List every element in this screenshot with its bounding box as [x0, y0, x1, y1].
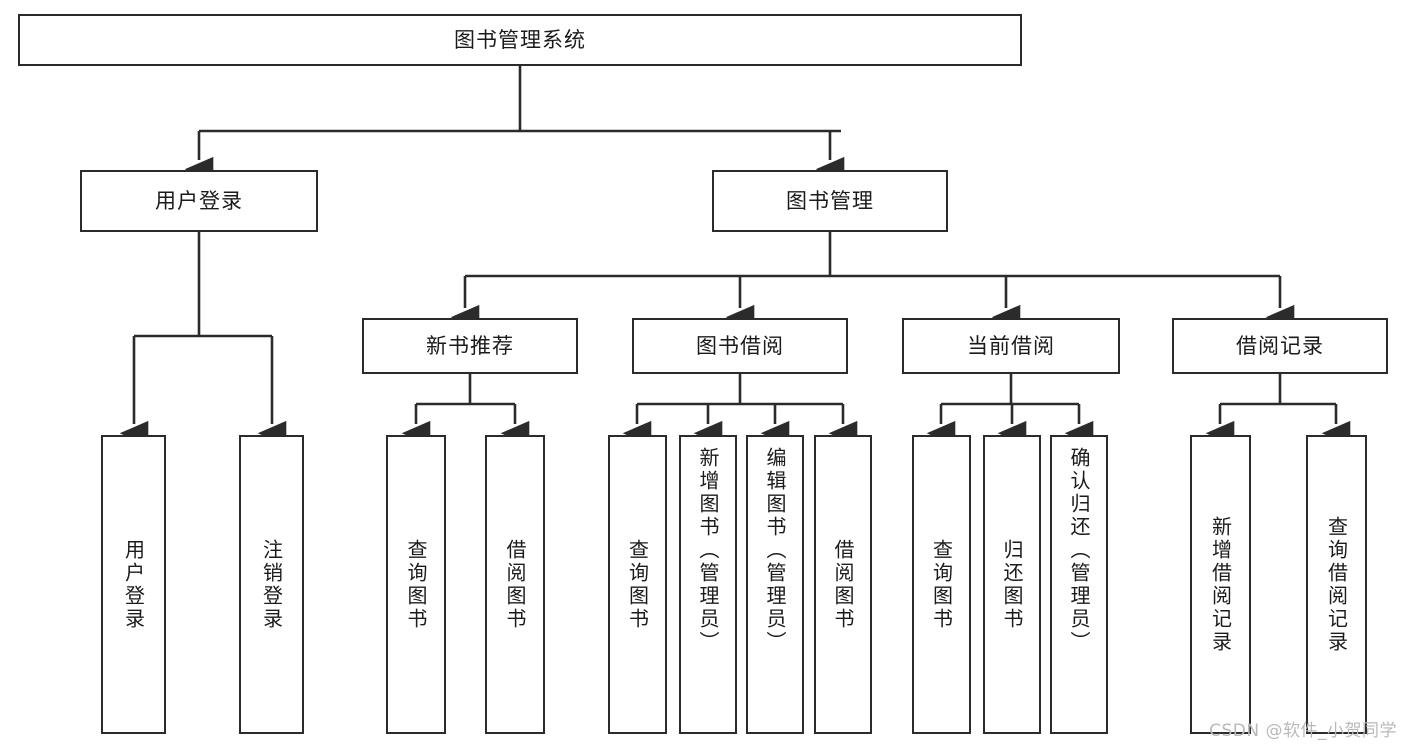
node-user-login-label: 用户登录: [155, 188, 243, 213]
leaf-query-book-recommend-label: 查询图书: [404, 538, 428, 631]
node-book-borrow-label: 图书借阅: [696, 333, 784, 358]
node-new-book-recommend-label: 新书推荐: [426, 333, 514, 358]
node-root-label: 图书管理系统: [454, 27, 586, 52]
node-borrow-record-label: 借阅记录: [1236, 333, 1324, 358]
leaf-add-book-admin-label: 新增图书（管理员）: [696, 447, 720, 654]
leaf-user-login-label: 用户登录: [121, 538, 146, 631]
leaf-query-book-borrow-label: 查询图书: [625, 538, 650, 631]
leaf-confirm-return-admin-label: 确认归还（管理员）: [1067, 447, 1091, 654]
node-root[interactable]: 图书管理系统: [18, 14, 1022, 66]
leaf-edit-book-admin-label: 编辑图书（管理员）: [763, 447, 787, 654]
leaf-add-book-admin[interactable]: 新增图书（管理员）: [679, 435, 737, 734]
node-book-management[interactable]: 图书管理: [712, 170, 948, 232]
watermark: CSDN @软件_小贺同学: [1209, 721, 1397, 741]
leaf-add-borrow-record[interactable]: 新增借阅记录: [1190, 435, 1251, 734]
leaf-return-book-label: 归还图书: [1000, 538, 1024, 631]
leaf-query-book-current[interactable]: 查询图书: [912, 435, 971, 734]
leaf-query-book-current-label: 查询图书: [929, 538, 954, 631]
leaf-confirm-return-admin[interactable]: 确认归还（管理员）: [1050, 435, 1108, 734]
leaf-borrow-book-label: 借阅图书: [831, 538, 855, 631]
node-borrow-record[interactable]: 借阅记录: [1172, 318, 1388, 374]
leaf-return-book[interactable]: 归还图书: [983, 435, 1041, 734]
leaf-query-borrow-record-label: 查询借阅记录: [1324, 515, 1349, 654]
node-book-management-label: 图书管理: [786, 188, 874, 213]
node-book-borrow[interactable]: 图书借阅: [632, 318, 848, 374]
leaf-borrow-book[interactable]: 借阅图书: [814, 435, 872, 734]
leaf-user-login[interactable]: 用户登录: [101, 435, 166, 734]
leaf-borrow-book-recommend[interactable]: 借阅图书: [485, 435, 545, 734]
leaf-add-borrow-record-label: 新增借阅记录: [1208, 515, 1233, 654]
leaf-user-logout-label: 注销登录: [259, 538, 284, 631]
node-new-book-recommend[interactable]: 新书推荐: [362, 318, 578, 374]
leaf-query-book-recommend[interactable]: 查询图书: [386, 435, 446, 734]
leaf-query-book-borrow[interactable]: 查询图书: [608, 435, 667, 734]
leaf-user-logout[interactable]: 注销登录: [239, 435, 304, 734]
node-current-borrow-label: 当前借阅: [967, 333, 1055, 358]
leaf-edit-book-admin[interactable]: 编辑图书（管理员）: [746, 435, 804, 734]
leaf-query-borrow-record[interactable]: 查询借阅记录: [1306, 435, 1367, 734]
node-user-login[interactable]: 用户登录: [80, 170, 318, 232]
leaf-borrow-book-recommend-label: 借阅图书: [503, 538, 527, 631]
node-current-borrow[interactable]: 当前借阅: [902, 318, 1120, 374]
